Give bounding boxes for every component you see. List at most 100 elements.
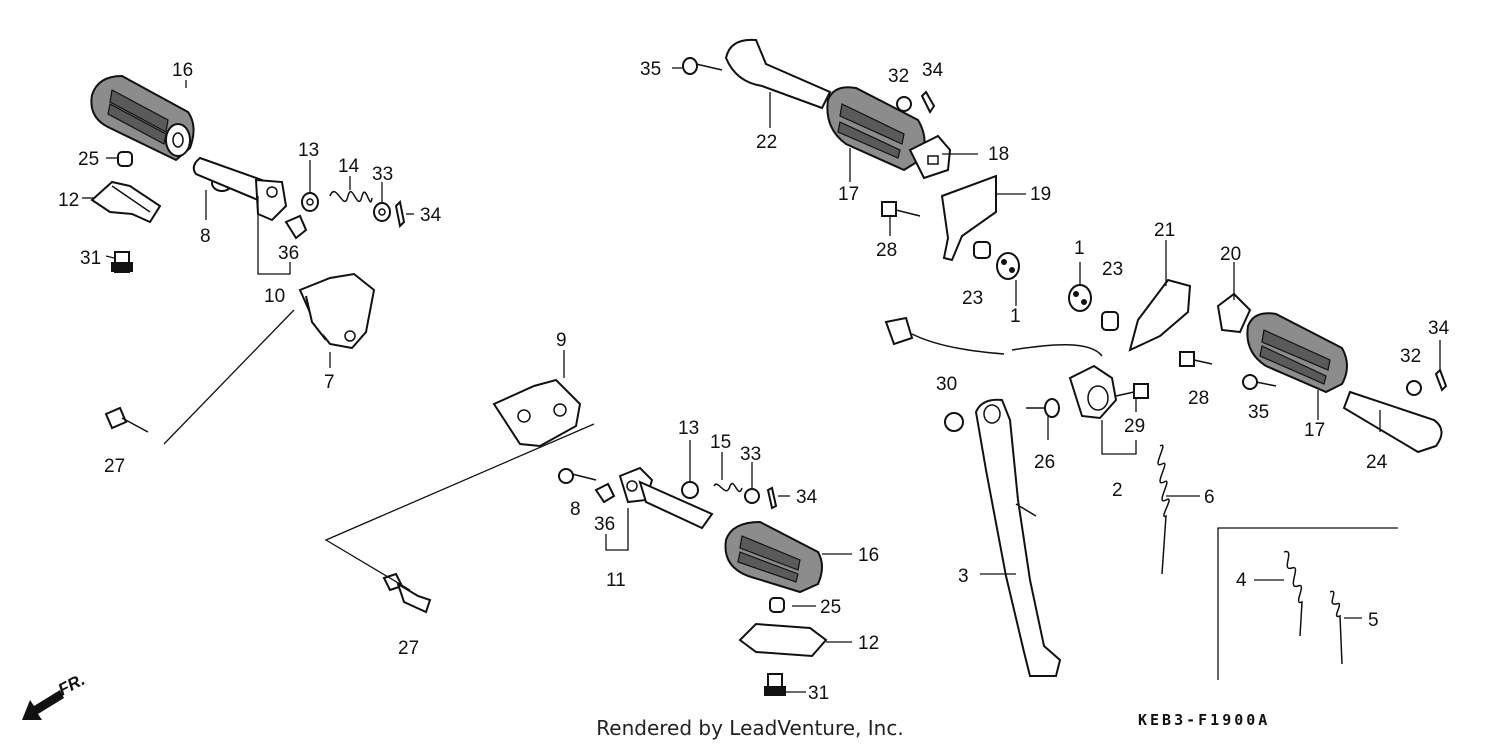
label-8: 8: [200, 226, 211, 247]
label-29: 29: [1124, 416, 1145, 437]
label-17: 17: [1304, 420, 1325, 441]
cotter-pin-34-right-upper[interactable]: [920, 90, 936, 114]
diagram-code: KEB3-F1900A: [1138, 711, 1271, 729]
label-13: 13: [298, 140, 319, 161]
footpeg-pin-8-lower[interactable]: [558, 468, 597, 484]
bracket-21[interactable]: [1128, 278, 1192, 352]
label-36: 36: [278, 243, 299, 264]
footpeg-rubber-16-lower[interactable]: [724, 520, 823, 594]
label-16: 16: [172, 60, 193, 81]
stopper-plate-12-lower[interactable]: [738, 622, 828, 658]
bolt-35-lower[interactable]: [1242, 374, 1277, 390]
plate-20[interactable]: [1216, 292, 1252, 334]
label-27: 27: [104, 456, 125, 477]
label-14: 14: [338, 156, 360, 177]
label-10: 10: [264, 286, 285, 307]
label-33: 33: [372, 164, 393, 185]
rubber-36-lower[interactable]: [594, 482, 616, 504]
footpeg-rubber-16-upper[interactable]: [90, 74, 195, 162]
plate-18[interactable]: [908, 134, 952, 180]
label-20: 20: [1220, 244, 1241, 265]
label-23: 23: [962, 288, 983, 309]
label-35: 35: [640, 59, 661, 80]
collar-25-lower[interactable]: [769, 597, 785, 613]
washer-33-lower[interactable]: [744, 488, 760, 504]
collar-23-lower[interactable]: [1101, 311, 1119, 331]
label-13: 13: [678, 418, 699, 439]
bolt-31-lower[interactable]: [764, 673, 786, 696]
side-stand-3[interactable]: [974, 398, 1062, 677]
spring-4[interactable]: [1283, 550, 1303, 637]
rubber-36-upper[interactable]: [284, 214, 308, 240]
label-4: 4: [1236, 570, 1247, 591]
bolt-28-upper[interactable]: [881, 201, 921, 217]
footpeg-bar-11[interactable]: [618, 466, 714, 530]
washer-13-upper[interactable]: [301, 192, 319, 212]
label-31: 31: [80, 248, 101, 269]
spring-5[interactable]: [1329, 590, 1343, 665]
bolt-26[interactable]: [1026, 398, 1060, 418]
part-labels: 16 25 12 31 8 13 14 33 34 36 10 7 27 9 1…: [58, 59, 1450, 704]
footpeg-bracket-7[interactable]: [298, 272, 376, 350]
label-34: 34: [420, 205, 442, 226]
label-11: 11: [606, 570, 626, 591]
collar-25-upper[interactable]: [117, 151, 133, 167]
washer-30[interactable]: [944, 412, 964, 432]
collar-23-upper[interactable]: [973, 241, 991, 259]
footpeg-rubber-17-upper[interactable]: [826, 86, 926, 172]
label-25: 25: [820, 597, 841, 618]
inset-frame: [1217, 527, 1398, 680]
label-33: 33: [740, 444, 761, 465]
footpeg-bar-10-upper[interactable]: [192, 156, 288, 222]
arrow-down-left-icon: [22, 690, 64, 720]
watermark: Rendered by LeadVenture, Inc.: [596, 716, 904, 740]
label-16: 16: [858, 545, 879, 566]
footpeg-rubber-17-lower[interactable]: [1246, 312, 1348, 394]
washer-13-lower[interactable]: [681, 481, 699, 499]
cotter-pin-34-right-lower[interactable]: [1434, 368, 1448, 392]
footpeg-bracket-9[interactable]: [492, 378, 582, 448]
label-12: 12: [858, 633, 879, 654]
stopper-plate-12-upper[interactable]: [90, 180, 162, 224]
bolt-27-lower[interactable]: [382, 572, 432, 614]
label-31: 31: [808, 683, 829, 704]
washer-32-upper[interactable]: [896, 96, 912, 112]
bolt-28-lower[interactable]: [1179, 351, 1213, 367]
footpeg-bar-24[interactable]: [1342, 390, 1443, 454]
washer-32-lower[interactable]: [1406, 380, 1422, 396]
label-24: 24: [1366, 452, 1388, 473]
label-7: 7: [324, 372, 335, 393]
cotter-pin-34-upper[interactable]: [394, 199, 406, 229]
label-34: 34: [1428, 318, 1450, 339]
label-8: 8: [570, 499, 581, 520]
cotter-pin-34-lower[interactable]: [766, 486, 778, 510]
label-27: 27: [398, 638, 419, 659]
bolt-27-upper[interactable]: [104, 406, 149, 433]
spring-15[interactable]: [713, 482, 743, 493]
spring-6[interactable]: [1157, 444, 1170, 575]
label-17: 17: [838, 184, 859, 205]
damper-1-lower[interactable]: [1068, 284, 1092, 312]
spring-14[interactable]: [329, 190, 373, 203]
label-30: 30: [936, 374, 957, 395]
label-15: 15: [710, 432, 731, 453]
label-23: 23: [1102, 259, 1123, 280]
bolt-35-upper[interactable]: [682, 57, 723, 75]
label-19: 19: [1030, 184, 1051, 205]
label-21: 21: [1154, 220, 1175, 241]
label-28: 28: [876, 240, 897, 261]
front-direction-indicator: FR.: [22, 670, 88, 720]
bolt-29[interactable]: [1115, 383, 1149, 399]
washer-33-upper[interactable]: [373, 202, 391, 222]
label-1: 1: [1010, 306, 1021, 327]
label-18: 18: [988, 144, 1009, 165]
footpeg-bar-22[interactable]: [724, 38, 832, 110]
side-stand-switch-2[interactable]: [884, 316, 1118, 420]
label-35: 35: [1248, 402, 1269, 423]
bracket-19[interactable]: [940, 174, 997, 262]
label-34: 34: [922, 60, 944, 81]
damper-1-upper[interactable]: [996, 252, 1020, 280]
bolt-31-upper[interactable]: [111, 251, 133, 273]
label-26: 26: [1034, 452, 1055, 473]
